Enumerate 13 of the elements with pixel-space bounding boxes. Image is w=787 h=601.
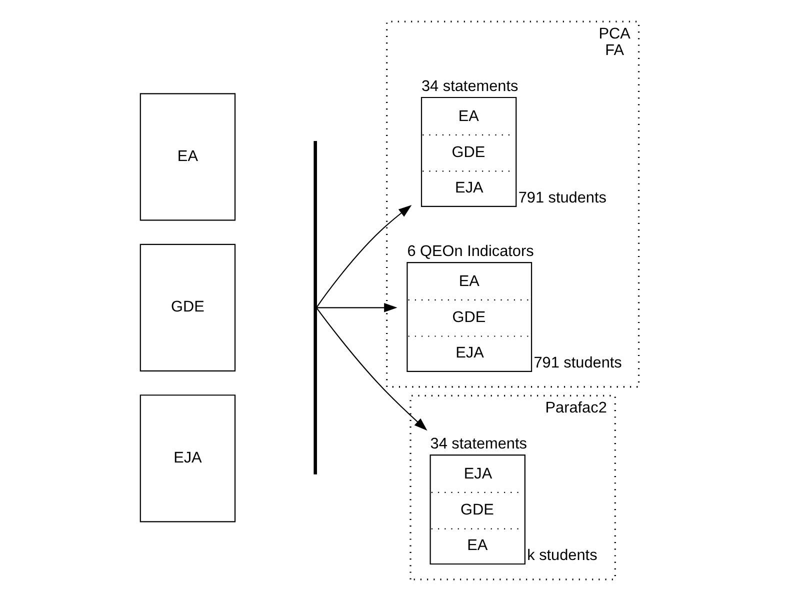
node-arc <box>313 140 316 474</box>
node-box: EA <box>139 93 236 221</box>
arrow <box>316 204 412 308</box>
node-label: 34 statements <box>430 436 526 453</box>
node-label: 6 QEOn Indicators <box>406 243 534 260</box>
node-label: 791 students <box>518 189 606 206</box>
node-box: EJA <box>139 394 236 522</box>
node-label: k students <box>526 546 597 564</box>
node-label: 791 students <box>533 354 622 372</box>
arrow <box>316 307 427 431</box>
node-label: 34 statements <box>421 78 518 96</box>
node-box: GDE <box>139 244 236 372</box>
arrow <box>316 303 397 312</box>
